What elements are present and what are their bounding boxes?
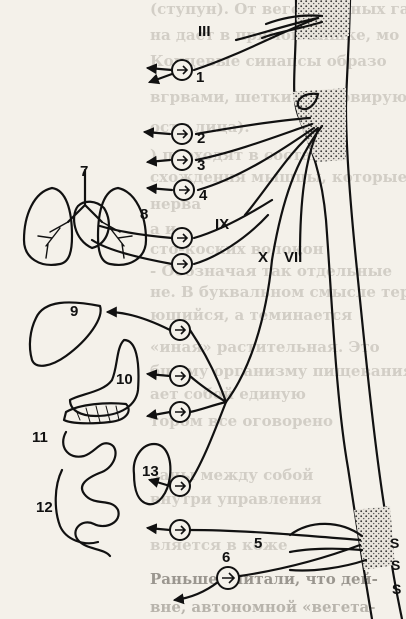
to-ganglion-4 xyxy=(198,128,314,190)
sacral-nucleus xyxy=(354,506,395,570)
label-11: 11 xyxy=(32,429,48,446)
nerve-iii-pathway xyxy=(194,18,318,70)
heart xyxy=(74,202,109,248)
label-1: 1 xyxy=(196,69,204,86)
liver xyxy=(30,302,101,365)
label-9: 9 xyxy=(70,303,78,320)
label-8: 8 xyxy=(140,206,148,223)
label-nerve-ix: IX xyxy=(215,216,229,233)
lung-heart-link-a xyxy=(100,226,172,238)
vagus-to-lungs xyxy=(194,200,272,238)
label-2: 2 xyxy=(197,130,205,147)
sacral-to-ganglion-12 xyxy=(190,530,360,540)
label-13: 13 xyxy=(142,463,159,480)
ganglion-9-out xyxy=(108,312,170,330)
ganglion-12-out xyxy=(148,528,170,530)
label-3: 3 xyxy=(197,157,205,174)
label-7: 7 xyxy=(80,163,88,180)
label-4: 4 xyxy=(199,187,208,204)
label-12: 12 xyxy=(36,499,53,516)
vagus-trunk xyxy=(226,260,272,402)
brainstem-nucleus-top xyxy=(296,0,350,40)
label-10: 10 xyxy=(116,371,133,388)
sacral-root-b xyxy=(290,549,362,552)
sacral-root-c xyxy=(290,560,366,571)
to-ganglion-13 xyxy=(188,402,226,485)
label-s3: S xyxy=(391,557,400,573)
left-lung xyxy=(24,188,72,265)
label-6: 6 xyxy=(222,549,230,566)
ganglion-4-out xyxy=(148,188,172,190)
ganglion-10-out xyxy=(148,374,170,376)
ganglion-6-out xyxy=(175,582,218,600)
ganglion-3-out xyxy=(148,160,170,162)
label-s4: S xyxy=(392,581,401,597)
to-ganglion-11 xyxy=(190,402,226,412)
colon xyxy=(56,470,98,543)
ganglion-1-out xyxy=(148,68,172,70)
ganglion-1-out-b xyxy=(150,74,172,82)
label-5: 5 xyxy=(254,535,262,552)
ganglion-13-out xyxy=(150,480,170,486)
ganglion-11-out xyxy=(148,412,170,416)
bronchi-left xyxy=(38,222,68,258)
label-nerve-vii: VII xyxy=(284,249,302,266)
label-nerve-x: X xyxy=(258,249,268,266)
ganglion-2-out xyxy=(145,132,170,134)
label-s2: S xyxy=(390,535,399,551)
label-nerve-iii: III xyxy=(198,23,211,40)
